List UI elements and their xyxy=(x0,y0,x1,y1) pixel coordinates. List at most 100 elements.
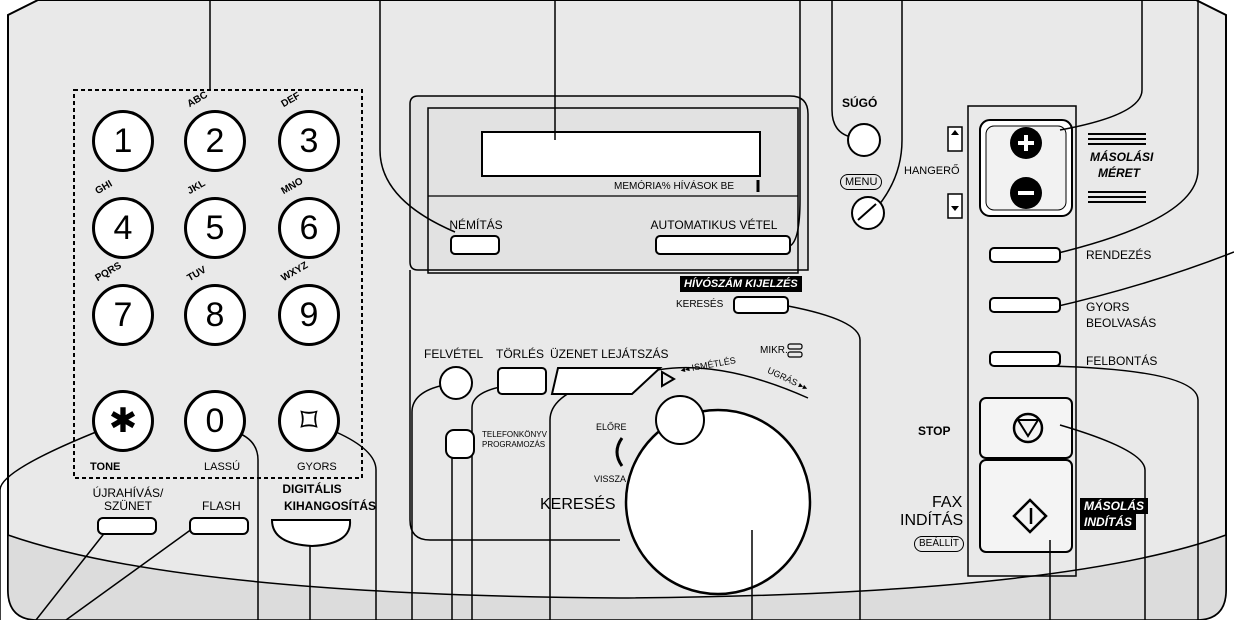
tone-label: TONE xyxy=(90,461,121,473)
quick-scan-button[interactable] xyxy=(990,298,1060,312)
jog-dial-control[interactable] xyxy=(626,410,810,594)
record-button[interactable] xyxy=(440,367,472,399)
delete-button[interactable] xyxy=(498,368,546,394)
record-button-shape xyxy=(439,366,473,400)
display-frame xyxy=(427,107,799,274)
copy-size-label-2: MÉRET xyxy=(1098,166,1140,180)
mic-icon xyxy=(787,343,803,350)
delete-button-shape xyxy=(497,367,547,395)
menu-button[interactable] xyxy=(852,197,884,229)
redial-button[interactable] xyxy=(98,518,156,534)
delete-label: TÖRLÉS xyxy=(496,347,545,361)
digital-speakerphone-button[interactable] xyxy=(272,520,350,546)
start-icon xyxy=(1012,498,1048,534)
resolution-button-shape xyxy=(989,351,1061,367)
collate-label: RENDEZÉS xyxy=(1086,248,1152,262)
quick-scan-label-2: BEOLVASÁS xyxy=(1086,316,1157,330)
start-button-body xyxy=(979,459,1073,553)
collate-button[interactable] xyxy=(990,248,1060,262)
redial-label-2: SZÜNET xyxy=(104,499,152,513)
stop-label: STOP xyxy=(918,424,951,438)
key-11[interactable]: 0 xyxy=(184,390,246,452)
redial-label-1: ÚJRAHÍVÁS/ xyxy=(92,486,164,500)
volume-up-button[interactable] xyxy=(986,126,1066,166)
copy-size-label-1: MÁSOLÁSI xyxy=(1090,150,1154,164)
digital-label-2: KIHANGOSÍTÁS xyxy=(283,499,377,513)
play-messages-button[interactable] xyxy=(552,368,660,394)
key-digit: 3 xyxy=(299,121,319,160)
quick-scan-button-shape xyxy=(989,297,1061,313)
phonebook-button-shape xyxy=(445,429,475,459)
key-digit: 2 xyxy=(205,121,225,160)
auto-receive-button[interactable] xyxy=(656,236,790,254)
search-direction-icon xyxy=(615,437,624,467)
stop-button[interactable] xyxy=(980,398,1072,458)
copy-start-label-2: INDÍTÁS xyxy=(1080,514,1136,530)
play-button-shape xyxy=(550,367,663,395)
jog-dial xyxy=(624,408,812,596)
help-button[interactable] xyxy=(848,124,880,156)
flash-button[interactable] xyxy=(190,518,248,534)
mute-button-shape xyxy=(450,235,500,255)
fax-label-1: FAX xyxy=(932,494,963,511)
stop-icon xyxy=(1012,412,1044,444)
memory-label: MEMÓRIA% HÍVÁSOK BE xyxy=(614,181,735,192)
key-digit: 7 xyxy=(113,295,133,334)
auto-receive-button-shape xyxy=(655,235,791,255)
caller-id-search-button[interactable] xyxy=(734,297,788,313)
resolution-button[interactable] xyxy=(990,352,1060,366)
auto-receive-label: AUTOMATIKUS VÉTEL xyxy=(650,218,778,232)
mic-label: MIKR. xyxy=(760,345,788,356)
menu-label: MENU xyxy=(840,174,883,190)
key-digit: ⌑ xyxy=(300,402,318,440)
play-label: ÜZENET LEJÁTSZÁS xyxy=(550,347,669,361)
volume-down-button[interactable] xyxy=(986,170,1066,210)
copy-start-label-1: MÁSOLÁS xyxy=(1080,498,1148,514)
record-label: FELVÉTEL xyxy=(424,347,484,361)
lassu-label: LASSÚ xyxy=(204,461,241,473)
digital-button-shape xyxy=(270,519,352,548)
help-button-shape xyxy=(847,123,881,157)
mute-button[interactable] xyxy=(451,236,499,254)
collate-button-shape xyxy=(989,247,1061,263)
mute-label: NÉMÍTÁS xyxy=(449,218,503,232)
key-10[interactable]: ✱ xyxy=(92,390,154,452)
redial-button-shape xyxy=(97,517,157,535)
volume-label: HANGERŐ xyxy=(904,165,960,177)
search-label: KERESÉS xyxy=(540,496,616,513)
key-12[interactable]: ⌑ xyxy=(278,390,340,452)
copy-size-stripes xyxy=(1088,133,1146,203)
page-up-icon xyxy=(947,126,963,152)
key-1[interactable]: 1 xyxy=(92,110,154,172)
flash-label: FLASH xyxy=(202,499,241,513)
digital-label-1: DIGITÁLIS xyxy=(282,482,342,496)
key-digit: 8 xyxy=(205,295,225,334)
play-icon xyxy=(661,370,676,388)
middle-column-outline xyxy=(409,270,620,541)
lcd-screen xyxy=(481,131,761,177)
key-digit: 5 xyxy=(205,208,225,247)
quick-scan-label-1: GYORS xyxy=(1086,300,1130,314)
keypad-dashed-outline xyxy=(73,89,363,479)
fax-label-2: INDÍTÁS xyxy=(900,512,964,529)
resolution-label: FELBONTÁS xyxy=(1086,354,1158,368)
key-digit: 1 xyxy=(113,121,133,160)
phonebook-label-2: PROGRAMOZÁS xyxy=(482,440,546,449)
phonebook-button[interactable] xyxy=(446,430,474,458)
caller-id-button-shape xyxy=(733,296,789,314)
set-label: BEÁLLÍT xyxy=(914,536,965,552)
start-button[interactable] xyxy=(980,460,1072,552)
jog-dial-grip xyxy=(655,395,705,445)
key-digit: 0 xyxy=(205,401,225,440)
key-digit: 9 xyxy=(299,295,319,334)
flash-button-shape xyxy=(189,517,249,535)
